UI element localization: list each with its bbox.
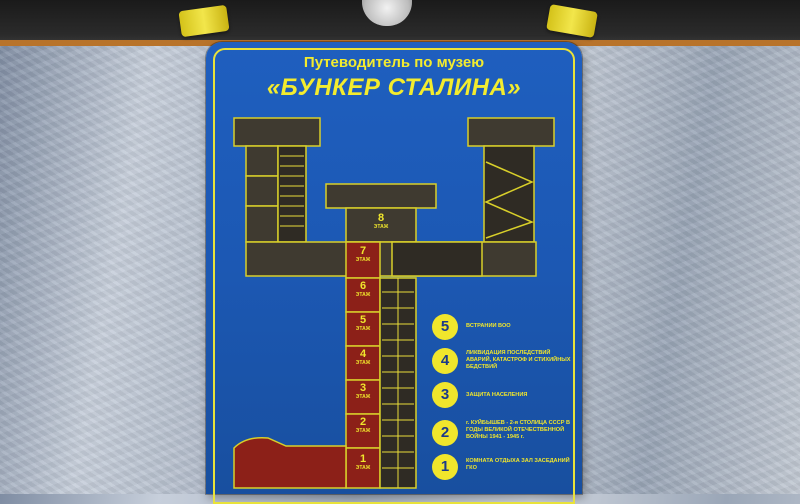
left-room-3 [245,205,279,243]
legend-number: 5 [432,314,458,340]
floor-label-8: 8 ЭТАЖ [365,212,397,231]
legend-number: 1 [432,454,458,480]
museum-guide-board: Путеводитель по музею «БУНКЕР СТАЛИНА» [206,42,582,504]
right-top-room [467,117,555,147]
legend-number: 2 [432,420,458,446]
floor-word: ЭТАЖ [355,360,371,366]
legend-text: ЛИКВИДАЦИЯ ПОСЛЕДСТВИЙ АВАРИЙ, КАТАСТРОФ… [466,350,571,370]
legend-item-5: 5 ВСТРАНИИ ВОО [432,314,572,342]
floor-number: 2 [359,416,367,428]
left-room-1 [245,145,279,177]
legend-item-4: 4 ЛИКВИДАЦИЯ ПОСЛЕДСТВИЙ АВАРИЙ, КАТАСТР… [432,348,572,376]
gallery-hall [391,241,483,277]
floor-number: 8 [377,212,385,224]
floor-8-block [345,207,417,243]
main-gallery [245,241,537,277]
floor-word: ЭТАЖ [355,292,371,298]
legend-number: 4 [432,348,458,374]
floor-label-5: 5 ЭТАЖ [347,314,379,333]
left-top-room [233,117,321,147]
center-top-room [325,183,437,209]
floor-word: ЭТАЖ [373,224,389,230]
board-subtitle: «БУНКЕР СТАЛИНА» [266,74,522,101]
floor-label-3: 3 ЭТАЖ [347,382,379,401]
floor-number: 7 [359,245,367,257]
floor-4-block [345,345,381,381]
legend-text: г. КУЙБЫШЕВ - 2-я СТОЛИЦА СССР В ГОДЫ ВЕ… [466,420,571,440]
board-title: Путеводитель по музею [303,54,485,71]
legend-text: ВСТРАНИИ ВОО [466,323,511,329]
floor-number: 5 [359,314,367,326]
floor-label-1: 1 ЭТАЖ [347,453,379,472]
legend-number: 3 [432,382,458,408]
legend-item-1: 1 КОМНАТА ОТДЫХА ЗАЛ ЗАСЕДАНИЙ ГКО [432,454,572,482]
floor-word: ЭТАЖ [355,326,371,332]
floor-word: ЭТАЖ [355,394,371,400]
right-ramp [483,145,535,243]
legend-item-3: 3 ЗАЩИТА НАСЕЛЕНИЯ [432,382,572,410]
floor-number: 3 [359,382,367,394]
stair-ticks [280,155,414,488]
floor-3-block [345,379,381,415]
floor-1-hall [233,436,347,489]
floor-number: 6 [359,280,367,292]
floor-word: ЭТАЖ [355,257,371,263]
floor-label-7: 7 ЭТАЖ [347,245,379,264]
right-ramp-zigzag [484,161,535,239]
floor-label-6: 6 ЭТАЖ [347,280,379,299]
floor-number: 4 [359,348,367,360]
bunker-floor-plan [233,117,555,489]
legend-text: КОМНАТА ОТДЫХА ЗАЛ ЗАСЕДАНИЙ ГКО [466,458,570,471]
legend-item-2: 2 г. КУЙБЫШЕВ - 2-я СТОЛИЦА СССР В ГОДЫ … [432,420,572,448]
left-stair [277,145,307,243]
left-room-2 [245,175,279,207]
floor-label-2: 2 ЭТАЖ [347,416,379,435]
floor-number: 1 [359,453,367,465]
floor-word: ЭТАЖ [355,428,371,434]
floor-label-4: 4 ЭТАЖ [347,348,379,367]
floor-word: ЭТАЖ [355,465,371,471]
legend-text: ЗАЩИТА НАСЕЛЕНИЯ [466,392,528,398]
